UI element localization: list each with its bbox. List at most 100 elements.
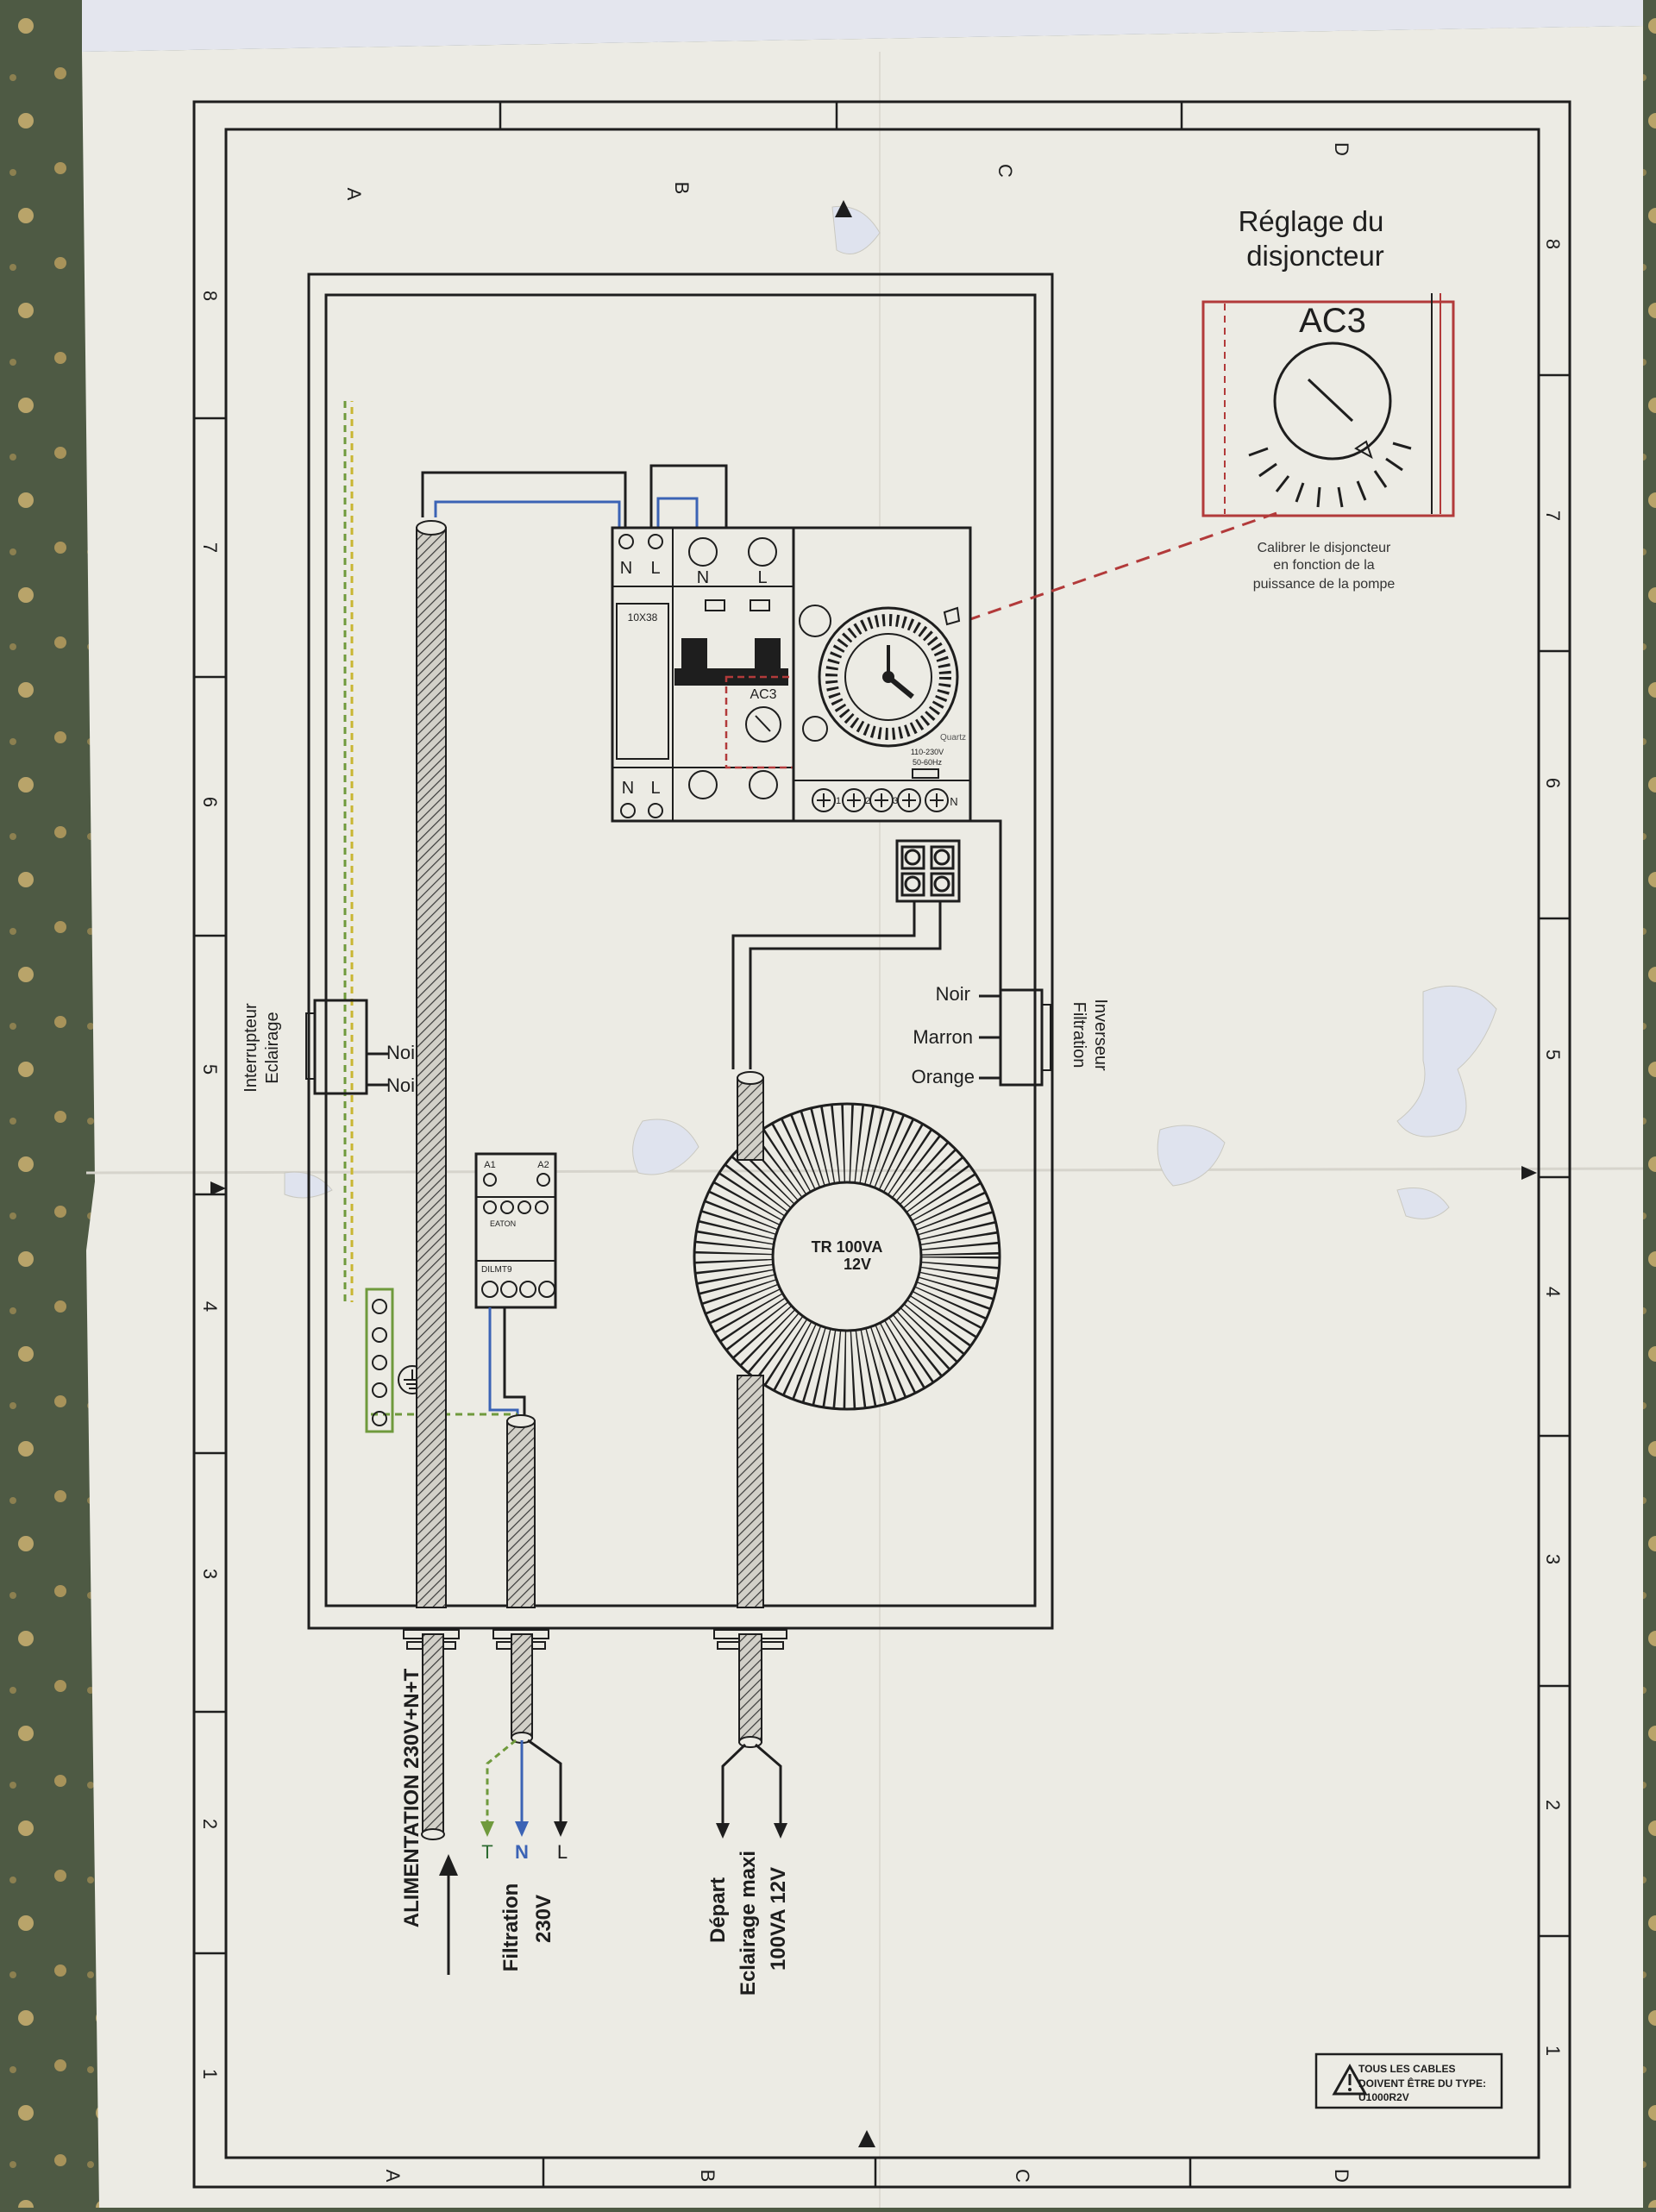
contactor-a1: A1 bbox=[484, 1160, 495, 1170]
row-label-right-4: 4 bbox=[1542, 1287, 1564, 1297]
row-labels-left: 8 7 6 5 4 3 2 1 bbox=[199, 291, 221, 2079]
transformer-label-line1: TR 100VA bbox=[812, 1238, 883, 1256]
breaker-top-label-l2: L bbox=[757, 568, 767, 587]
timer-dial-segments bbox=[825, 614, 951, 740]
lighting-label-line1: Départ bbox=[706, 1877, 730, 1943]
cable-warning-box: TOUS LES CABLES DOIVENT ÊTRE DU TYPE: U1… bbox=[1314, 2052, 1503, 2109]
supply-arrow-head bbox=[439, 1854, 458, 1876]
breaker-slot-right bbox=[750, 599, 770, 611]
breaker-terminal-top-1 bbox=[618, 534, 634, 549]
setting-note-line1: Calibrer le disjoncteur bbox=[1258, 541, 1391, 555]
row-label-left-4: 4 bbox=[199, 1301, 221, 1312]
warning-line3: U1000R2V bbox=[1358, 2091, 1409, 2103]
filtration-label-line2: 230V bbox=[532, 1895, 555, 1943]
col-label-c-top: C bbox=[994, 164, 1016, 178]
breaker-top-label-n1: N bbox=[620, 559, 632, 578]
transformer-label-line2: 12V bbox=[844, 1256, 871, 1273]
col-label-c-bottom: C bbox=[1012, 2169, 1033, 2183]
row-label-left-5: 5 bbox=[199, 1064, 221, 1075]
filtration-switch: Noir Marron Orange Inverseur Filtration bbox=[912, 983, 1110, 1087]
lighting-label-line2: Eclairage maxi bbox=[737, 1851, 760, 1996]
breaker-bottom-label-l: L bbox=[650, 779, 660, 798]
warning-icon bbox=[1332, 2063, 1368, 2096]
breaker-top-label-n2: N bbox=[697, 568, 709, 587]
timer-terminal-3: 3 bbox=[893, 796, 898, 806]
earth-terminal-block bbox=[365, 1288, 427, 1433]
row-label-right-6: 6 bbox=[1542, 778, 1564, 788]
frame-arrow-bottom bbox=[858, 2130, 875, 2147]
filtration-conductor-t: T bbox=[481, 1841, 492, 1863]
col-label-d-top: D bbox=[1331, 142, 1352, 156]
row-label-left-8: 8 bbox=[199, 291, 221, 301]
lighting-switch-title-2: Eclairage bbox=[263, 1012, 282, 1083]
filtration-conductor-l: L bbox=[557, 1841, 568, 1863]
row-label-right-7: 7 bbox=[1542, 511, 1564, 521]
frame-outer bbox=[192, 100, 1571, 2189]
filtration-wire-orange: Orange bbox=[912, 1066, 975, 1087]
lighting-wire-noir-2: Noir bbox=[386, 1075, 421, 1096]
contactor-brand: EATON bbox=[490, 1219, 516, 1228]
contactor-a2: A2 bbox=[537, 1160, 549, 1170]
frame-arrow-right bbox=[1521, 1166, 1537, 1180]
breaker-module: N L N L 10X38 AC3 N L bbox=[611, 526, 797, 823]
breaker-out-terminal-1 bbox=[688, 770, 718, 799]
col-label-b-top: B bbox=[671, 182, 693, 195]
supply-wiring bbox=[343, 401, 728, 1302]
row-label-left-7: 7 bbox=[199, 542, 221, 553]
breaker-dial-label: AC3 bbox=[750, 687, 776, 702]
setting-dial-pointer bbox=[1307, 378, 1354, 423]
col-label-b-bottom: B bbox=[697, 2170, 718, 2183]
timer-brand: Quartz bbox=[940, 733, 966, 743]
timer-terminal-1: 1 bbox=[836, 796, 841, 806]
filtration-terminal-block bbox=[895, 839, 961, 903]
setting-note-line2: en fonction de la bbox=[1273, 558, 1375, 573]
breaker-terminal-bottom-2 bbox=[648, 803, 663, 818]
frame-ticks bbox=[194, 102, 1570, 2187]
breaker-setting-panel: Réglage du disjoncteur AC3 Calibrer le d… bbox=[1201, 205, 1455, 592]
breaker-terminal-top-3 bbox=[688, 537, 718, 567]
transformer-inner bbox=[771, 1181, 923, 1332]
timer-spec-line1: 110-230V bbox=[911, 748, 944, 756]
col-label-a-bottom: A bbox=[382, 2170, 404, 2183]
contactor-model: DILMT9 bbox=[481, 1265, 512, 1275]
fuse-holder-label: 10X38 bbox=[628, 611, 658, 623]
timer-selector bbox=[799, 605, 831, 637]
enclosure-inner bbox=[324, 293, 1037, 1607]
warning-line1: TOUS LES CABLES bbox=[1358, 2063, 1455, 2075]
filtration-wire-marron: Marron bbox=[913, 1026, 973, 1048]
breaker-slot-left bbox=[705, 599, 725, 611]
filtration-conductors bbox=[486, 1739, 562, 1824]
frame-arrow-left bbox=[210, 1181, 226, 1195]
frame-inner bbox=[224, 128, 1540, 2159]
lighting-switch-title-1: Interrupteur bbox=[242, 1003, 260, 1093]
row-label-right-5: 5 bbox=[1542, 1050, 1564, 1060]
timer-module: Quartz 110-230V 50-60Hz 1 2 3 N bbox=[792, 526, 972, 823]
breaker-terminal-bottom-1 bbox=[620, 803, 636, 818]
lighting-conductors bbox=[721, 1743, 782, 1824]
filtration-conductor-n: N bbox=[515, 1841, 529, 1863]
filtration-wire-noir: Noir bbox=[936, 983, 970, 1005]
setting-dial-marker bbox=[1354, 440, 1373, 460]
setting-dial-label: AC3 bbox=[1299, 302, 1366, 340]
row-label-right-3: 3 bbox=[1542, 1554, 1564, 1564]
row-label-right-8: 8 bbox=[1542, 239, 1564, 249]
paper-top-strip bbox=[82, 0, 1643, 52]
setting-leader-dashed bbox=[952, 511, 1277, 627]
timer-terminal-n: N bbox=[950, 795, 957, 808]
setting-title-line1: Réglage du bbox=[1239, 205, 1384, 237]
filtration-switch-title-1: Inverseur bbox=[1091, 999, 1110, 1071]
transformer: TR 100VA 12V bbox=[693, 1102, 1001, 1411]
row-label-left-3: 3 bbox=[199, 1569, 221, 1579]
col-label-d-bottom: D bbox=[1331, 2169, 1352, 2183]
warning-line2: DOIVENT ÊTRE DU TYPE: bbox=[1358, 2077, 1486, 2090]
filtration-label-line1: Filtration bbox=[499, 1883, 523, 1972]
breaker-top-label-l1: L bbox=[650, 559, 660, 578]
timer-terminal-2: 2 bbox=[865, 796, 870, 806]
timer-spec-line2: 50-60Hz bbox=[913, 758, 943, 767]
setting-dial bbox=[1273, 342, 1392, 461]
filtration-cable bbox=[492, 1414, 549, 1744]
setting-dial-box bbox=[1201, 300, 1455, 517]
lighting-wire-noir-1: Noir bbox=[386, 1042, 421, 1063]
